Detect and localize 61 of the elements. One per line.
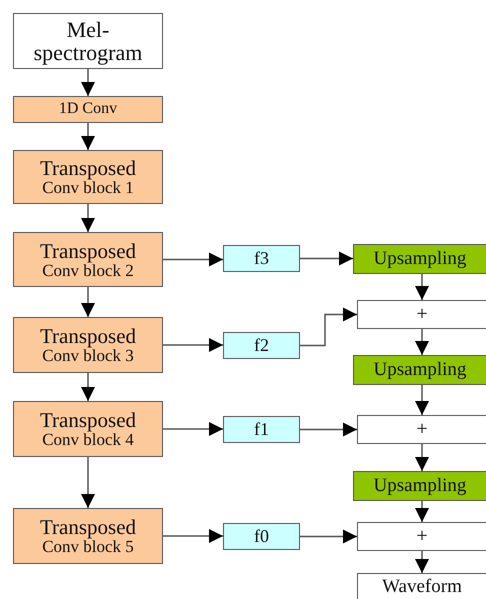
arrow: [163, 338, 223, 352]
process-box: [223, 523, 300, 550]
box-label: Upsampling: [374, 360, 466, 380]
process-box: [223, 332, 300, 359]
box-label: Upsampling: [374, 476, 466, 496]
arrow: [300, 530, 357, 544]
box-label: f0: [254, 527, 269, 546]
process-box: [13, 150, 163, 204]
arrow: [415, 444, 429, 471]
arrow: [81, 373, 95, 401]
arrow: [300, 308, 357, 346]
box-label: Conv block 3: [42, 347, 134, 365]
process-box: [13, 232, 163, 287]
box-label: Conv block 5: [42, 538, 134, 556]
process-box: [223, 245, 300, 272]
arrow: [163, 252, 223, 266]
arrow: [415, 274, 429, 300]
arrow: [300, 422, 357, 436]
process-box: [13, 96, 163, 123]
box-label: Waveform: [382, 577, 462, 597]
arrow: [81, 287, 95, 317]
process-box: [13, 508, 163, 564]
arrow: [415, 385, 429, 415]
process-box: [353, 244, 486, 274]
arrow: [163, 422, 223, 436]
box-label: Transposed: [40, 409, 136, 432]
box-label: Conv block 1: [42, 179, 134, 197]
box-label: Transposed: [40, 516, 136, 538]
arrow: [415, 329, 429, 355]
process-box: [353, 471, 486, 501]
process-box: [353, 355, 486, 385]
arrow: [81, 457, 95, 508]
box-label: f2: [254, 336, 269, 355]
process-box: [13, 13, 163, 69]
process-box: [357, 573, 486, 599]
box-label: f3: [254, 249, 269, 268]
box-label: Transposed: [40, 157, 136, 180]
box-label: Conv block 4: [42, 431, 134, 449]
process-box: [13, 317, 163, 373]
arrow: [163, 529, 223, 543]
process-box: [223, 416, 300, 443]
box-label: Upsampling: [374, 249, 466, 269]
box-label: Conv block 2: [42, 262, 134, 280]
box-label: 1D Conv: [58, 101, 118, 118]
arrow: [415, 501, 429, 522]
box-label: +: [416, 304, 428, 325]
arrow: [81, 204, 95, 232]
process-box: [357, 300, 486, 329]
arrow: [415, 551, 429, 573]
box-label: +: [416, 419, 428, 440]
process-box: [357, 522, 486, 551]
arrow: [81, 69, 95, 96]
box-label: +: [416, 526, 428, 547]
box-label: f1: [254, 420, 269, 439]
box-label: Transposed: [40, 240, 136, 262]
process-box: [357, 415, 486, 444]
box-label: Mel-spectrogram: [32, 18, 144, 64]
arrow: [81, 123, 95, 150]
arrow: [300, 252, 353, 266]
process-box: [13, 401, 163, 457]
box-label: Transposed: [40, 325, 136, 348]
